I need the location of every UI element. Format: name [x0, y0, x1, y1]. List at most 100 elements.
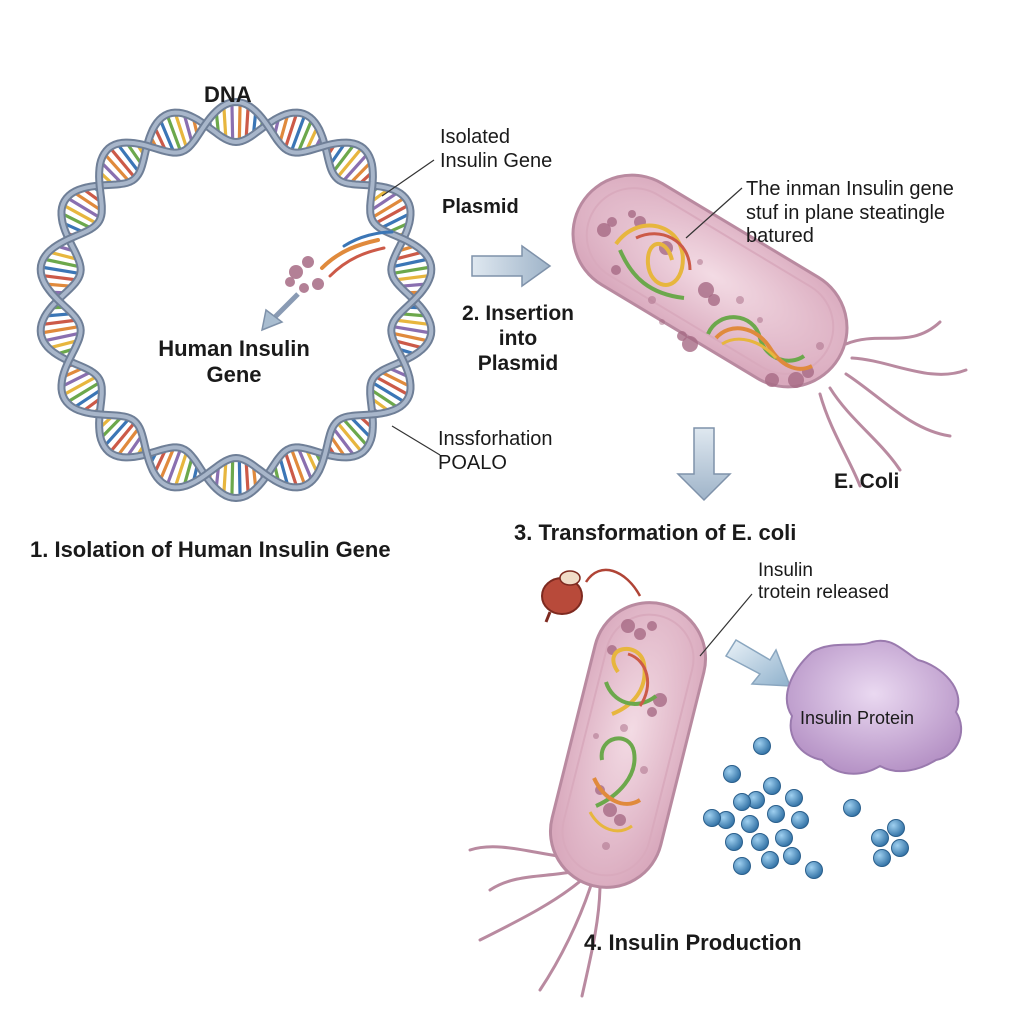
- insulin-bead: [887, 819, 905, 837]
- cytoplasm-granule: [682, 336, 698, 352]
- flagellum: [478, 874, 588, 942]
- insulin-bead: [725, 833, 743, 851]
- base-pair-rung: [393, 273, 433, 282]
- step4-title: 4. Insulin Production: [584, 930, 802, 955]
- cytoplasm-granule: [647, 621, 657, 631]
- gene-note-label: The inman Insulin gene stuf in plane ste…: [746, 178, 954, 248]
- base-pair-rung: [244, 459, 250, 497]
- step1-title: 1. Isolation of Human Insulin Gene: [30, 537, 391, 562]
- flagellum: [850, 356, 968, 376]
- insulin-bead: [753, 737, 771, 755]
- cytoplasm-granule: [698, 282, 714, 298]
- base-pair-rung: [335, 145, 364, 180]
- insulin-bead: [783, 847, 801, 865]
- step3-title: 3. Transformation of E. coli: [514, 520, 797, 545]
- cytoplasm-granule: [603, 803, 617, 817]
- base-pair-rung: [61, 374, 99, 397]
- cytoplasm-granule: [648, 296, 656, 304]
- flagella-top: [818, 320, 968, 488]
- insulin-bead: [733, 793, 751, 811]
- cytoplasm-granule: [614, 814, 626, 826]
- base-pair-rung: [39, 318, 80, 327]
- base-pair-rung: [39, 273, 80, 282]
- insulin-bead: [791, 811, 809, 829]
- insulin-bead: [741, 815, 759, 833]
- inssforhation-callout-line: [391, 425, 441, 456]
- base-pair-rung: [165, 112, 183, 154]
- base-pair-rung: [389, 257, 431, 269]
- ecoli-bacterium-top: [571, 173, 968, 488]
- flagellum: [538, 880, 594, 992]
- base-pair-rung: [340, 152, 370, 184]
- base-pair-rung: [244, 103, 250, 141]
- base-pair-rung: [115, 142, 141, 175]
- insulin-bead: [703, 809, 721, 827]
- insulin-bead: [843, 799, 861, 817]
- base-pair-rung: [348, 160, 373, 186]
- gene-particle: [302, 256, 314, 268]
- flagellum: [844, 320, 942, 346]
- cytoplasm-granule: [602, 842, 610, 850]
- block-arrow-down-icon: [676, 427, 732, 502]
- base-pair-rung: [47, 338, 81, 350]
- release-arrow-icon: [724, 638, 792, 687]
- cytoplasm-granule: [634, 628, 646, 640]
- cytoplasm-granule: [765, 373, 779, 387]
- base-pair-rung: [373, 203, 411, 226]
- insulin-bead: [763, 777, 781, 795]
- base-pair-rung: [102, 416, 132, 448]
- base-pair-rung: [108, 145, 137, 180]
- cytoplasm-granule: [816, 342, 824, 350]
- base-pair-rung: [158, 445, 176, 483]
- insulin-bead: [785, 789, 803, 807]
- base-pair-rung: [331, 142, 357, 175]
- base-pair-rung: [335, 420, 364, 455]
- insulin-bead: [873, 849, 891, 867]
- base-pair-rung: [390, 265, 433, 276]
- base-pair-rung: [72, 190, 104, 213]
- base-pair-rung: [237, 456, 242, 500]
- insulin-bead: [775, 829, 793, 847]
- base-pair-rung: [378, 370, 413, 389]
- base-pair-rung: [348, 414, 373, 440]
- flagellum: [580, 882, 602, 998]
- insulin-bead: [805, 861, 823, 879]
- base-pair-rung: [393, 318, 433, 327]
- dna-label: DNA: [204, 82, 252, 107]
- step2-title: 2. Insertion into Plasmid: [461, 302, 575, 375]
- ecoli-bacterium-bottom: [468, 601, 708, 998]
- cytoplasm-granule: [647, 707, 657, 717]
- insulin-molecule-beads: [703, 737, 909, 879]
- base-pair-rung: [59, 370, 94, 389]
- flagellum: [818, 392, 862, 488]
- isolated-gene-callout-line: [381, 159, 435, 197]
- base-pair-rung: [278, 455, 290, 488]
- base-pair-rung: [182, 112, 194, 145]
- base-pair-rung: [369, 196, 407, 220]
- base-pair-rung: [222, 103, 228, 141]
- flagellum: [828, 386, 902, 472]
- base-pair-rung: [237, 100, 242, 144]
- base-pair-rung: [389, 331, 431, 343]
- base-pair-rung: [391, 338, 425, 350]
- base-pair-rung: [182, 455, 194, 488]
- base-pair-rung: [61, 203, 99, 226]
- cytoplasm-granule: [697, 259, 703, 265]
- base-pair-rung: [165, 446, 183, 488]
- base-pair-rung: [296, 445, 314, 483]
- base-pair-rung: [289, 446, 307, 488]
- ecoli-label: E. Coli: [834, 470, 900, 493]
- released-callout-line: [699, 593, 753, 657]
- base-pair-rung: [102, 152, 132, 184]
- base-pair-rung: [108, 420, 137, 455]
- base-pair-rung: [158, 117, 176, 155]
- insulin-protein-blob: [785, 639, 963, 775]
- gene-particle-cluster: [285, 256, 324, 293]
- base-pair-rung: [391, 250, 425, 262]
- insulin-bead: [761, 851, 779, 869]
- base-pair-rung: [99, 160, 124, 186]
- cytoplasm-granule: [677, 331, 687, 341]
- base-pair-rung: [390, 324, 433, 335]
- plasmid-label: Plasmid: [442, 196, 519, 218]
